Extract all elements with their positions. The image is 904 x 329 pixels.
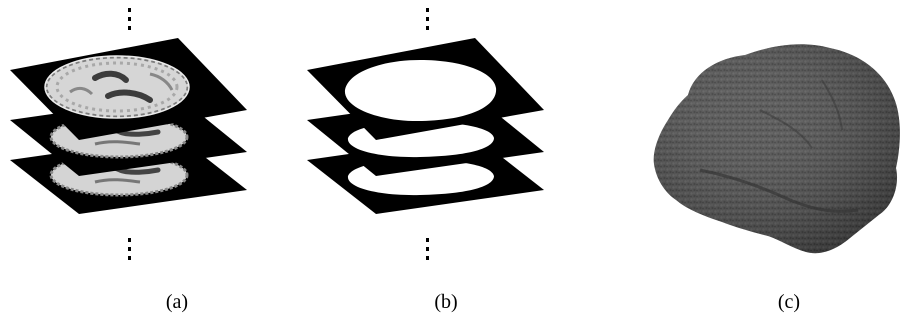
panel-b-mask-stack xyxy=(307,8,544,260)
panel-b-dots-bottom xyxy=(426,238,429,260)
panel-c-surface-shading xyxy=(653,44,900,254)
caption-c: (c) xyxy=(777,291,801,313)
caption-a: (a) xyxy=(165,291,189,313)
panel-a-slice-stack xyxy=(10,8,247,260)
panel-a-slice-top xyxy=(10,38,247,140)
caption-b: (b) xyxy=(434,291,458,313)
panel-a-dots-top xyxy=(128,8,131,30)
panel-b-slice-top xyxy=(307,38,544,140)
panel-c-surface-render xyxy=(653,44,900,254)
panel-c-sulcus xyxy=(699,168,859,213)
panel-a-dots-bottom xyxy=(128,238,131,260)
panel-b-dots-top xyxy=(426,8,429,30)
